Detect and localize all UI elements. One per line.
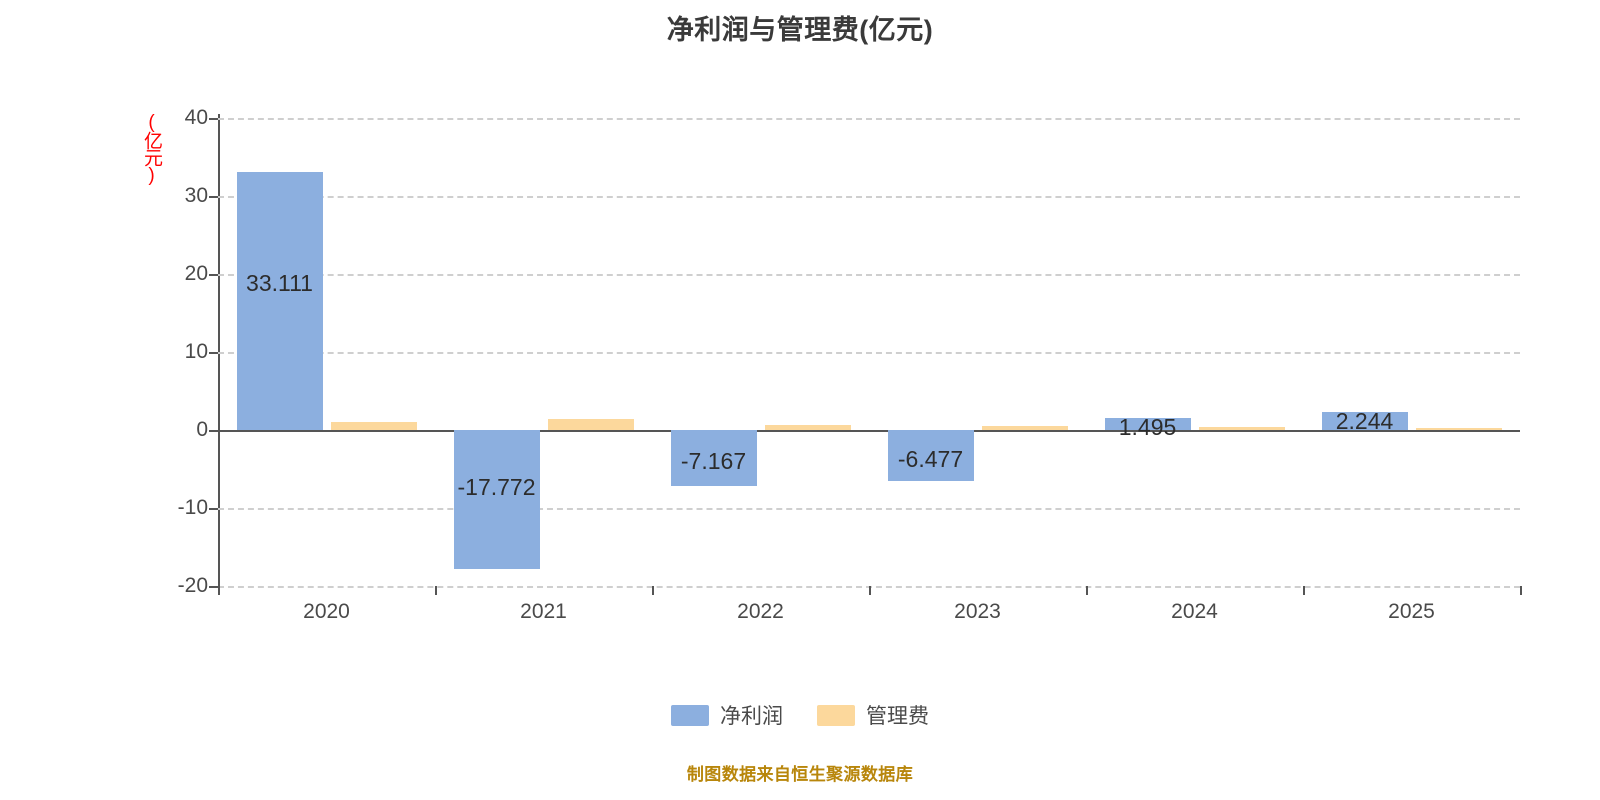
x-axis-tick [218, 586, 220, 595]
x-axis-tick [869, 586, 871, 595]
legend-item-net[interactable]: 净利润 [671, 700, 783, 730]
plot-area: 33.111 -17.772 -7.167 -6.477 1.495 2.244 [209, 118, 1522, 595]
y-axis-tick [209, 430, 218, 432]
gridline [218, 196, 1520, 198]
y-axis-tick [209, 586, 218, 588]
y-axis-tick-label: 20 [184, 262, 208, 285]
gridline [218, 274, 1520, 276]
bar-净利润-2024[interactable] [1104, 418, 1191, 430]
bar-净利润-2020[interactable] [236, 171, 323, 430]
bar-管理费-2024[interactable] [1198, 427, 1285, 430]
x-axis-tick [1520, 586, 1522, 595]
y-axis-tick-label: -10 [177, 496, 208, 519]
bar-value-label: 2.244 [1335, 408, 1394, 435]
bar-管理费-2022[interactable] [764, 424, 851, 430]
legend-swatch-icon-net [671, 704, 709, 726]
chart-title: 净利润与管理费(亿元) [666, 15, 934, 45]
bar-净利润-2025[interactable] [1321, 412, 1408, 430]
y-axis-tick [209, 352, 218, 354]
bar-value-label: 1.495 [1118, 414, 1177, 441]
y-axis-tick-label: 10 [184, 340, 208, 363]
y-axis-tick [209, 274, 218, 276]
legend-label: 净利润 [720, 705, 783, 728]
x-axis-tick [652, 586, 654, 595]
bar-value-label: 33.111 [246, 269, 313, 296]
legend-item-adm[interactable]: 管理费 [817, 700, 929, 730]
bar-value-label: -17.772 [457, 474, 536, 501]
y-axis-tick [209, 508, 218, 510]
bar-管理费-2023[interactable] [981, 426, 1068, 430]
gridline [218, 118, 1520, 120]
x-axis-tick [1303, 586, 1305, 595]
zero-line [218, 430, 1520, 432]
bar-净利润-2022[interactable] [670, 430, 757, 486]
x-axis-tick-label-2023: 2023 [954, 600, 1001, 623]
y-axis-tick-label: 40 [184, 106, 208, 129]
x-axis-tick [1086, 586, 1088, 595]
x-axis-tick-label-2025: 2025 [1388, 600, 1435, 623]
bar-净利润-2023[interactable] [887, 430, 974, 481]
bar-value-label: -6.477 [897, 446, 964, 473]
x-axis-tick-label-2020: 2020 [303, 600, 350, 623]
bar-管理费-2020[interactable] [330, 422, 417, 430]
y-axis-tick [209, 196, 218, 198]
gridline [218, 508, 1520, 510]
x-axis-tick-label-2024: 2024 [1171, 600, 1218, 623]
bar-value-label: -7.167 [680, 447, 747, 474]
y-axis-tick-label: -20 [177, 574, 208, 597]
x-axis-tick-label-2021: 2021 [520, 600, 567, 623]
y-axis-tick-label: 30 [184, 184, 208, 207]
footer-note: 制图数据来自恒生聚源数据库 [686, 765, 914, 784]
bar-管理费-2021[interactable] [547, 419, 634, 430]
bar-净利润-2021[interactable] [453, 430, 540, 569]
legend-label: 管理费 [866, 705, 929, 728]
y-axis-tick [209, 118, 218, 120]
bar-管理费-2025[interactable] [1415, 428, 1502, 430]
y-axis-tick-label: 0 [196, 418, 208, 441]
x-axis-tick [435, 586, 437, 595]
chart-legend: 净利润 管理费 [0, 700, 1600, 730]
gridline [218, 352, 1520, 354]
legend-swatch-icon-adm [817, 704, 855, 726]
x-axis-tick-label-2022: 2022 [737, 600, 784, 623]
y-axis-unit-label: (亿元) [141, 112, 162, 184]
